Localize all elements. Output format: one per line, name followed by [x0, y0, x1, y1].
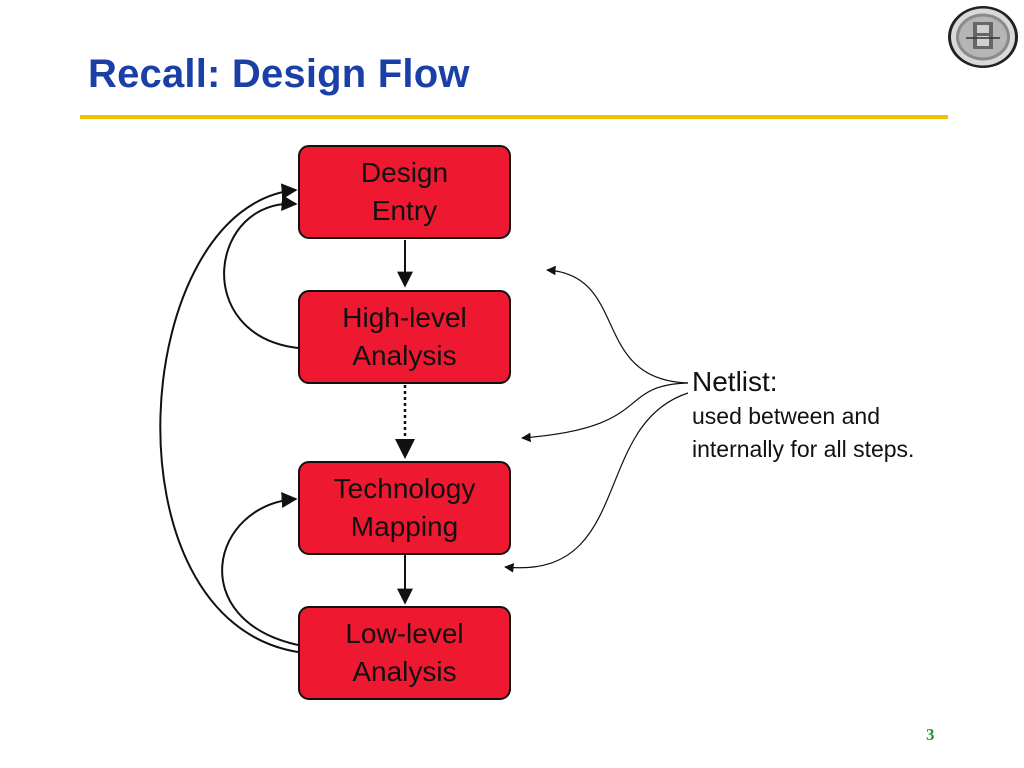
flow-step-label: Low-level — [345, 618, 464, 649]
feedback-loop-high-to-design — [223, 195, 299, 349]
netlist-callout-middle — [521, 382, 689, 443]
slide-title: Recall: Design Flow — [88, 52, 470, 96]
netlist-note: Netlist: used between and internally for… — [692, 364, 914, 466]
flow-step-technology-mapping: Technology Mapping — [298, 461, 511, 555]
netlist-note-description: used between and internally for all step… — [692, 400, 914, 466]
page-number: 3 — [926, 725, 935, 744]
flow-step-label: Analysis — [352, 656, 457, 687]
netlist-note-line: used between and — [692, 403, 880, 429]
flow-step-label: High-level — [342, 302, 467, 333]
flow-step-design-entry: Design Entry — [298, 145, 511, 239]
flow-step-label: Technology — [333, 473, 476, 504]
netlist-callout-lower — [504, 392, 689, 573]
feedback-loop-low-to-technology — [221, 492, 299, 646]
flow-step-label: Mapping — [350, 511, 459, 542]
flow-step-label: Design — [360, 157, 449, 188]
feedback-loop-low-to-design — [159, 183, 299, 653]
flow-step-high-level-analysis: High-level Analysis — [298, 290, 511, 384]
netlist-note-line: internally for all steps. — [692, 436, 915, 462]
university-seal-icon — [948, 6, 1018, 68]
netlist-callout-upper — [546, 265, 689, 384]
netlist-note-title: Netlist: — [692, 366, 778, 397]
flow-step-label: Analysis — [352, 340, 457, 371]
flow-step-label: Entry — [371, 195, 438, 226]
flow-step-low-level-analysis: Low-level Analysis — [298, 606, 511, 700]
title-divider — [80, 115, 948, 119]
